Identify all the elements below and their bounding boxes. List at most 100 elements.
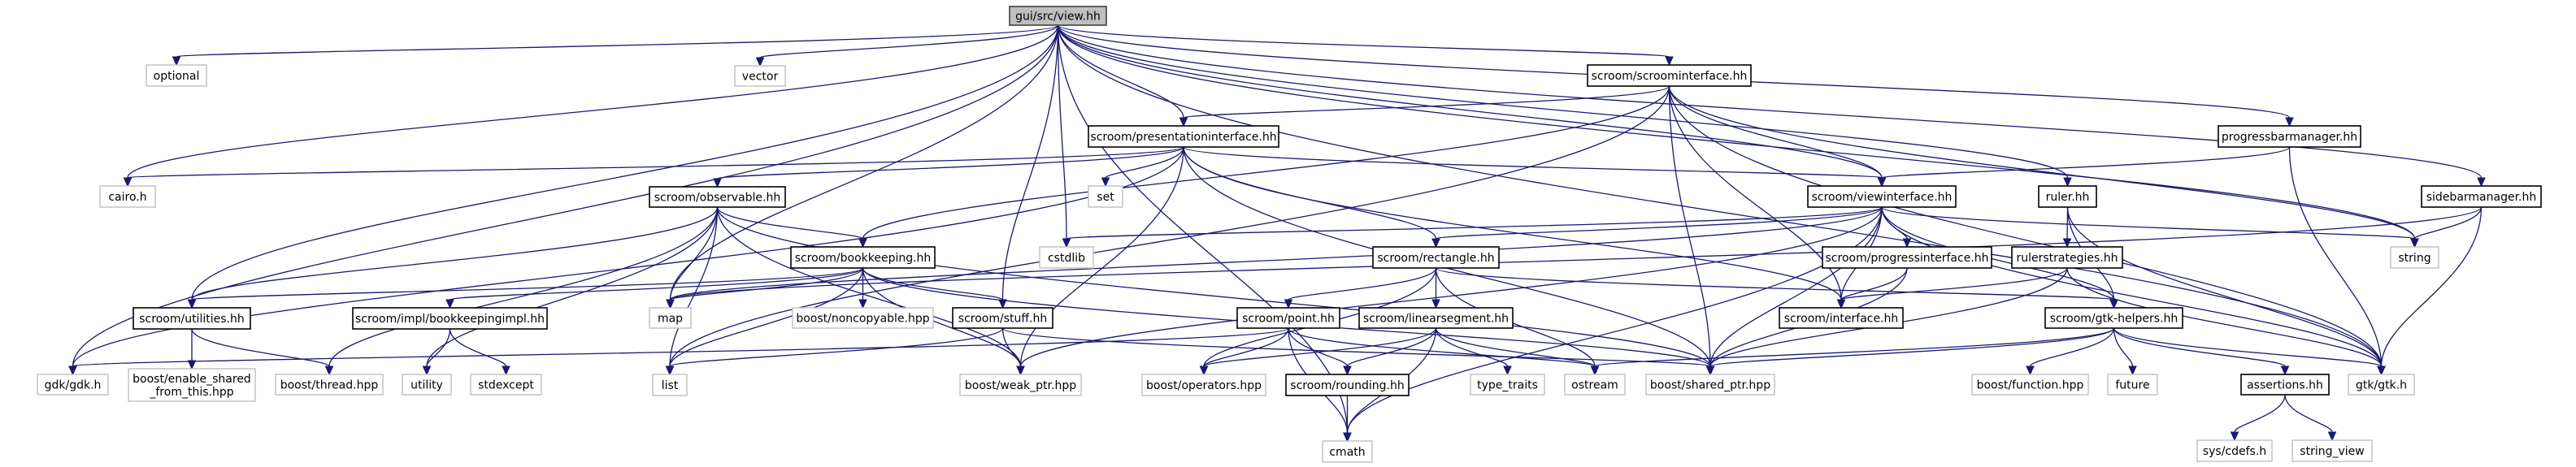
- edge-line: [759, 24, 1059, 58]
- edge-view-to-optional: [172, 24, 1059, 67]
- arrowhead-icon: [123, 177, 132, 188]
- node-box: [2107, 374, 2158, 396]
- edge-stuff-to-weakptr: [1001, 327, 1025, 376]
- edge-line: [1881, 206, 2383, 367]
- edge-linearsegment-to-operators: [1199, 327, 1437, 376]
- edge-bookkeeping-to-noncopyable: [858, 268, 867, 309]
- node-box: [1009, 6, 1107, 26]
- arrowhead-icon: [324, 365, 334, 376]
- arrowhead-icon: [1343, 365, 1352, 376]
- edge-line: [176, 24, 1059, 58]
- node-label: gui/src/view.hh: [1015, 11, 1101, 24]
- node-ruler-hh[interactable]: ruler.hh: [2038, 185, 2097, 208]
- arrowhead-icon: [1902, 238, 1912, 249]
- node-boost-thread-hpp: boost/thread.hpp: [275, 374, 384, 396]
- node-scroom-observable-hh[interactable]: scroom/observable.hh: [649, 186, 786, 208]
- edge-view-to-vector: [755, 24, 1059, 67]
- edge-line: [1057, 24, 1184, 119]
- node-scroom-utilities-hh[interactable]: scroom/utilities.hh: [132, 307, 251, 330]
- node-label: stdexcept: [478, 379, 534, 392]
- edge-observable-to-utilities: [187, 206, 719, 309]
- node-rulerstrategies-hh[interactable]: rulerstrategies.hh: [2011, 246, 2123, 269]
- node-future: future: [2107, 374, 2158, 396]
- edge-line: [1668, 85, 2416, 240]
- arrowhead-icon: [998, 299, 1007, 309]
- node-box: [2348, 374, 2415, 396]
- node-box: [1645, 374, 1775, 396]
- arrowhead-icon: [422, 365, 432, 376]
- node-label: scroom/gtk-helpers.hh: [2050, 313, 2179, 326]
- arrowhead-icon: [1503, 365, 1512, 376]
- arrowhead-icon: [2230, 431, 2239, 442]
- edge-line: [2234, 394, 2286, 433]
- edge-bookkeeping-to-map: [666, 267, 864, 309]
- node-ostream: ostream: [1564, 374, 1626, 396]
- arrowhead-icon: [2280, 365, 2290, 376]
- node-label: scroom/utilities.hh: [139, 313, 244, 326]
- node-scroom-presentationinterface-hh[interactable]: scroom/presentationinterface.hh: [1088, 125, 1279, 148]
- edge-presentationinterface-to-gdk: [68, 146, 1184, 376]
- node-box: [2044, 307, 2183, 329]
- node-box: [132, 307, 251, 330]
- edge-line: [72, 24, 1059, 367]
- arrowhead-icon: [666, 299, 675, 309]
- arrowhead-icon: [2410, 238, 2419, 249]
- node-box: [1039, 246, 1094, 269]
- node-scroom-stuff-hh[interactable]: scroom/stuff.hh: [952, 307, 1053, 329]
- node-sidebarmanager-hh[interactable]: sidebarmanager.hh: [2421, 185, 2542, 208]
- edge-rectangle-to-point: [1284, 267, 1437, 309]
- node-label: boost/weak_ptr.hpp: [965, 379, 1076, 392]
- edge-line: [1066, 206, 1883, 240]
- edge-line: [1057, 24, 2483, 179]
- edge-line: [1203, 327, 1437, 367]
- node-scroom-point-hh[interactable]: scroom/point.hh: [1236, 307, 1340, 329]
- node-scroom-viewinterface-hh[interactable]: scroom/viewinterface.hh: [1807, 185, 1957, 208]
- edge-line: [449, 267, 864, 301]
- node-box: [652, 374, 688, 396]
- node-scroom-interface-hh[interactable]: scroom/interface.hh: [1779, 307, 1904, 329]
- root-node[interactable]: gui/src/view.hh: [1009, 6, 1107, 26]
- node-scroom-progressinterface-hh[interactable]: scroom/progressinterface.hh: [1822, 246, 1992, 269]
- edge-line: [862, 85, 1670, 240]
- node-scroom-linearsegment-hh[interactable]: scroom/linearsegment.hh: [1358, 307, 1514, 329]
- node-scroom-bookkeeping-hh[interactable]: scroom/bookkeeping.hh: [790, 246, 936, 269]
- node-label: scroom/stuff.hh: [958, 313, 1047, 326]
- edge-line: [1105, 146, 1184, 179]
- node-assertions-hh[interactable]: assertions.hh: [2240, 374, 2330, 396]
- node-label: string: [2398, 252, 2430, 265]
- node-label: scroom/progressinterface.hh: [1826, 252, 1989, 265]
- node-label: scroom/bookkeeping.hh: [795, 252, 932, 265]
- node-label: boost/thread.hpp: [280, 379, 379, 392]
- node-scroom-scroominterface-hh[interactable]: scroom/scroominterface.hh: [1587, 64, 1752, 87]
- edge-line: [716, 206, 1711, 367]
- edge-line: [1709, 206, 1883, 367]
- node-label: vector: [742, 71, 779, 84]
- node-label: boost/noncopyable.hpp: [796, 313, 929, 326]
- node-box: [2390, 246, 2439, 269]
- node-scroom-rounding-hh[interactable]: scroom/rounding.hh: [1285, 374, 1410, 396]
- node-label: scroom/interface.hh: [1784, 313, 1899, 326]
- node-box: [1564, 374, 1626, 396]
- arrowhead-icon: [2026, 365, 2035, 376]
- edge-presentationinterface-to-rectangle: [1183, 146, 1440, 249]
- edge-line: [1435, 267, 2115, 301]
- edge-line: [1288, 267, 1437, 301]
- arrowhead-icon: [172, 56, 181, 67]
- node-label: rulerstrategies.hh: [2017, 252, 2118, 265]
- node-sys-cdefs-h: sys/cdefs.h: [2196, 439, 2273, 462]
- node-progressbarmanager-hh[interactable]: progressbarmanager.hh: [2218, 125, 2361, 148]
- edge-gtkhelpers-to-ostream: [1590, 327, 2115, 376]
- edge-line: [449, 328, 507, 367]
- arrowhead-icon: [1179, 117, 1188, 128]
- edge-line: [1435, 327, 1596, 367]
- node-scroom-impl-bookkeepingimpl-hh[interactable]: scroom/impl/bookkeepingimpl.hh: [352, 307, 548, 330]
- node-box: [37, 374, 109, 396]
- node-scroom-rectangle-hh[interactable]: scroom/rectangle.hh: [1372, 246, 1500, 269]
- node-label: ostream: [1571, 379, 1618, 392]
- arrowhead-icon: [1016, 365, 1025, 376]
- edge-rectangle-to-gtkhelpers: [1435, 267, 2118, 309]
- node-box: [2218, 125, 2361, 148]
- edge-line: [669, 206, 719, 301]
- node-scroom-gtk-helpers-hh[interactable]: scroom/gtk-helpers.hh: [2044, 307, 2183, 329]
